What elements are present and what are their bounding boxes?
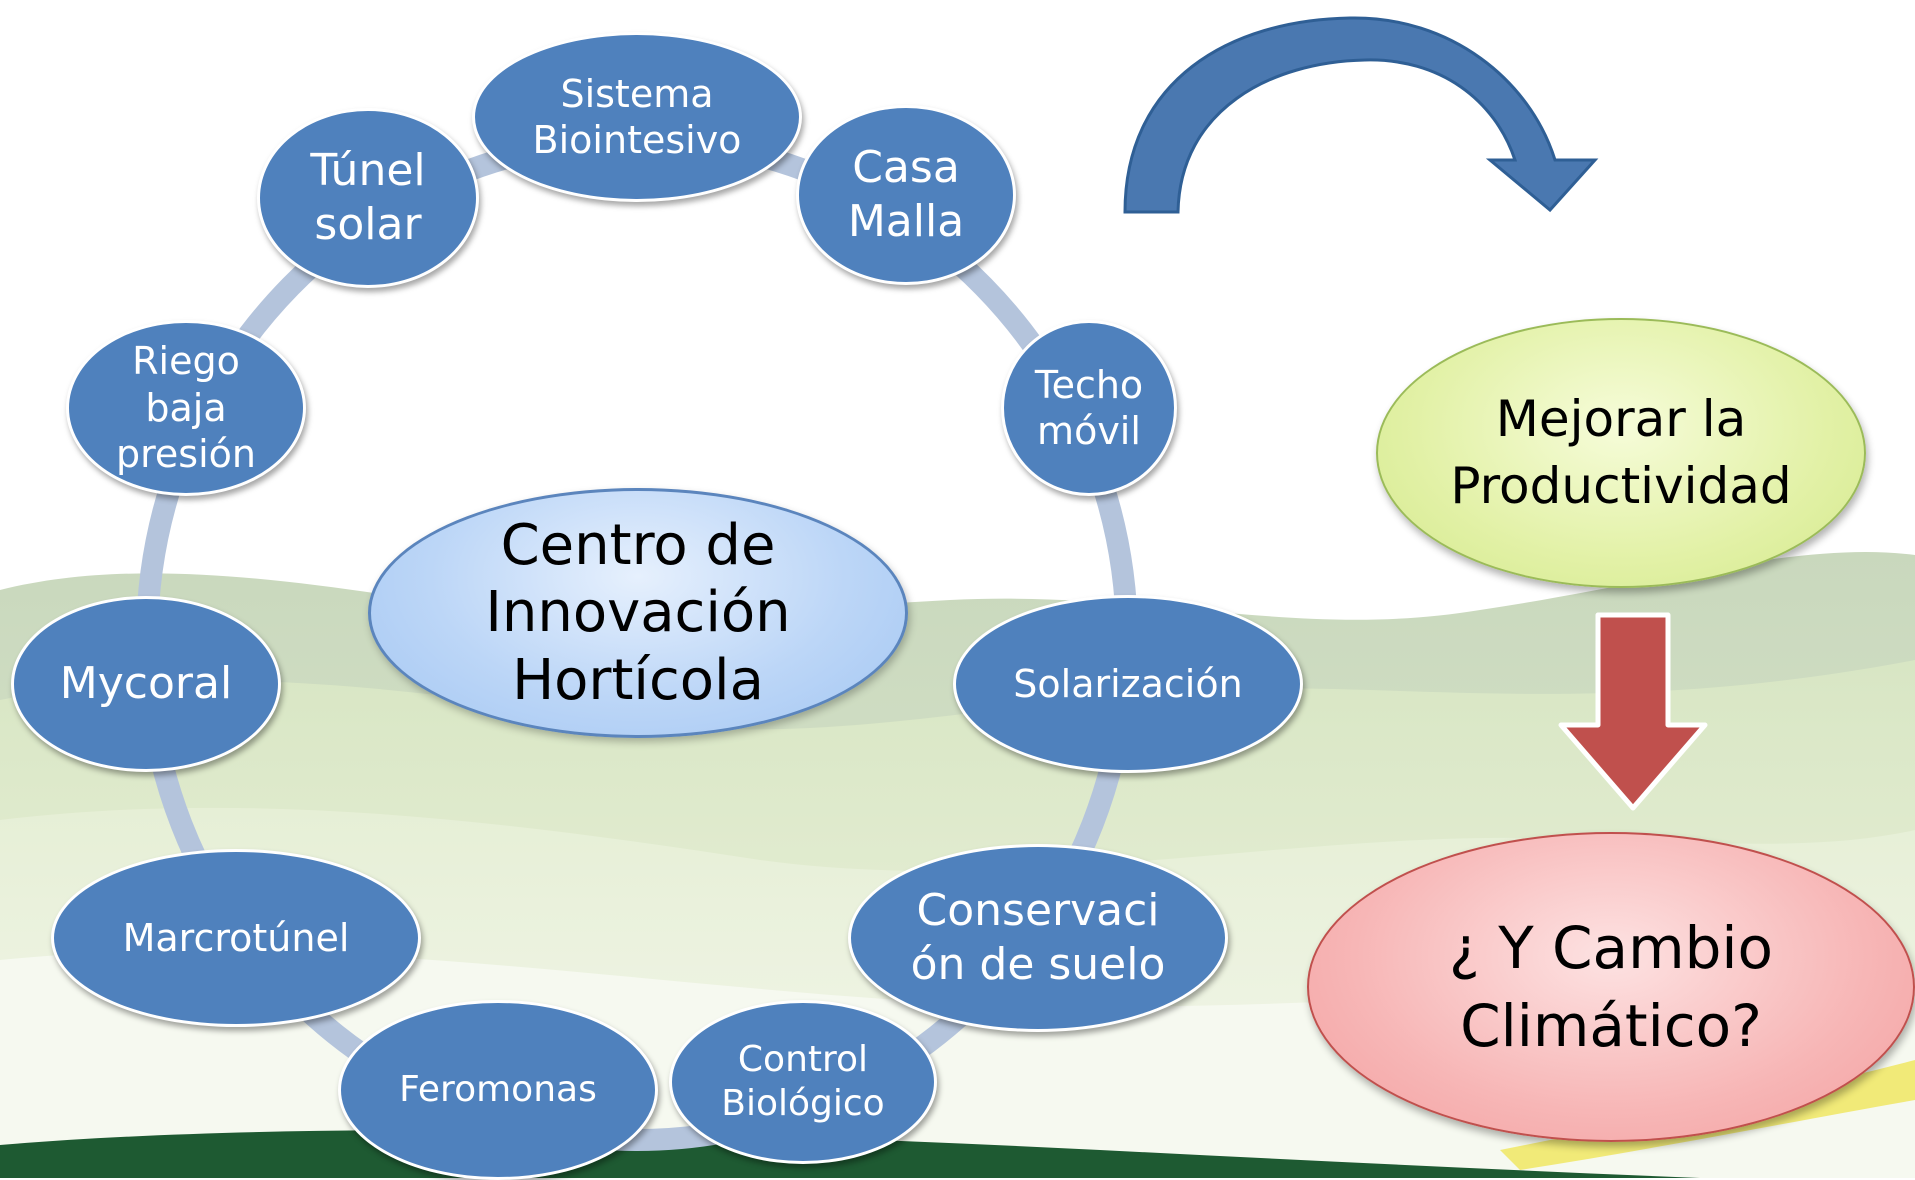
- goal-climate-change: ¿ Y Cambio Climático?: [1307, 832, 1915, 1142]
- cycle-node-casa: Casa Malla: [796, 105, 1016, 285]
- cycle-node-solarizacion: Solarización: [953, 595, 1303, 773]
- cycle-node-riego: Riego baja presión: [66, 320, 306, 496]
- cycle-node-conservacion: Conservaci ón de suelo: [848, 844, 1228, 1032]
- center-node: Centro de Innovación Hortícola: [368, 488, 908, 738]
- goal-productivity: Mejorar la Productividad: [1376, 318, 1866, 588]
- cycle-node-tunel: Túnel solar: [257, 108, 479, 288]
- cycle-node-sistema: Sistema Biointesivo: [472, 32, 802, 202]
- cycle-node-feromonas: Feromonas: [338, 1000, 658, 1180]
- cycle-node-techo: Techo móvil: [1001, 320, 1177, 496]
- cycle-node-mycoral: Mycoral: [11, 596, 281, 772]
- cycle-node-control: Control Biológico: [669, 1000, 937, 1164]
- cycle-node-macrotunel: Marcrotúnel: [51, 849, 421, 1027]
